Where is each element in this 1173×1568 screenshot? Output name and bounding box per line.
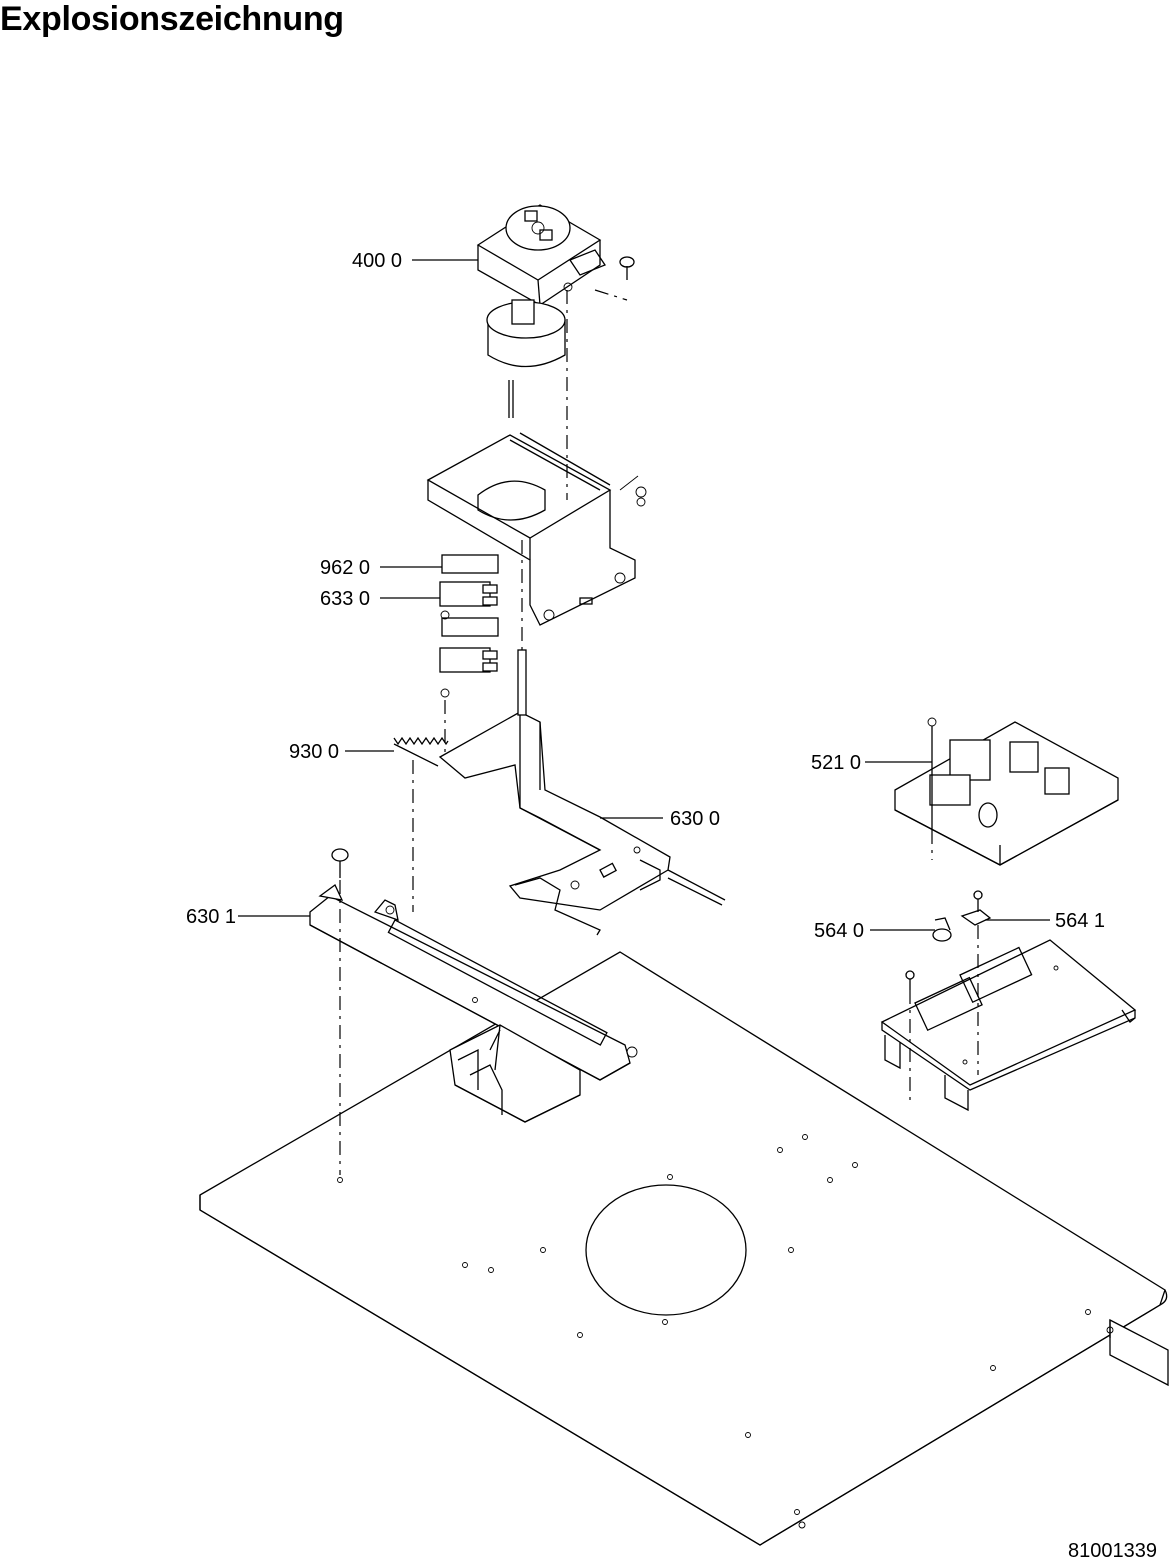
turntable-opening (585, 1184, 747, 1316)
callout-label: 630 1 (186, 906, 236, 928)
callout-label: 564 0 (814, 920, 864, 942)
nut-icon (635, 486, 647, 498)
micro-switches (439, 554, 499, 698)
alignment-lines (339, 289, 979, 1175)
callout-label: 930 0 (289, 741, 339, 763)
page-title: Explosionszeichnung (0, 0, 344, 38)
mounting-holes (337, 1134, 1114, 1529)
screw-icon (619, 256, 635, 280)
callout-label: 630 0 (670, 808, 720, 830)
control-board (894, 717, 1119, 866)
callout-label: 400 0 (352, 250, 402, 272)
callout-label: 633 0 (320, 588, 370, 610)
actuator-lever (438, 649, 726, 936)
spring (393, 736, 449, 767)
document-number: 81001339 (1068, 1540, 1157, 1562)
callout-label: 521 0 (811, 752, 861, 774)
lower-bracket (309, 884, 638, 1123)
callout-label: 564 1 (1055, 910, 1105, 932)
base-plate (199, 951, 1169, 1546)
screw-icon (331, 848, 349, 878)
callout-leaders (238, 259, 1050, 931)
turntable-motor (476, 204, 635, 418)
motor-bracket (426, 432, 647, 626)
callout-label: 962 0 (320, 557, 370, 579)
sensor-bracket (880, 890, 1137, 1112)
